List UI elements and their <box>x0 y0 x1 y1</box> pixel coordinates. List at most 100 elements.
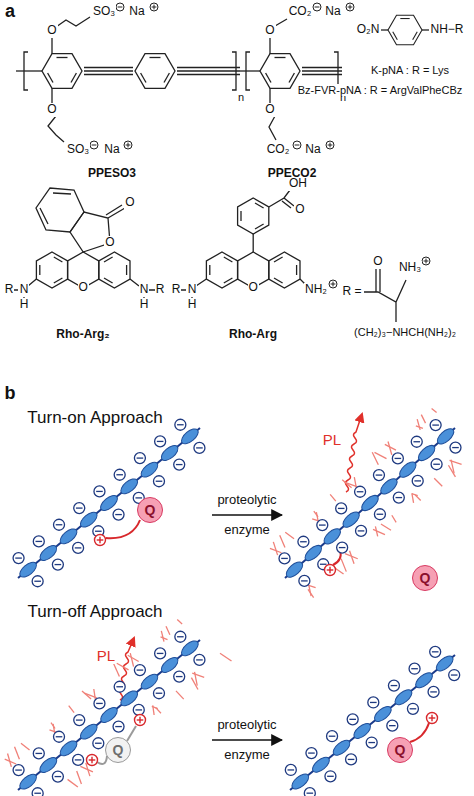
benzene-ring <box>269 252 300 288</box>
charge-sign <box>433 464 440 465</box>
quencher-label: Q <box>113 743 124 757</box>
ppeco2-structure <box>240 19 342 140</box>
negative-charge <box>194 442 205 453</box>
charge-sign <box>308 752 315 753</box>
structure-label: CO₂ <box>266 143 291 156</box>
negative-charge <box>387 720 398 731</box>
charge-sign <box>35 753 42 754</box>
structure-label: N <box>19 283 30 296</box>
carbonyl-bond <box>376 269 380 292</box>
side-chain <box>52 17 90 54</box>
charge-sign <box>135 497 142 498</box>
structure-label: NH−R <box>429 23 464 36</box>
quencher-circle: Q <box>387 737 413 763</box>
benzene-ring <box>260 54 300 89</box>
charge-sign <box>329 567 330 574</box>
charge-sign <box>96 703 103 704</box>
charge-circle <box>174 671 185 682</box>
charge-circle <box>174 459 185 470</box>
structure-label: O <box>46 24 57 37</box>
emission-ray <box>270 548 282 552</box>
charge-sign <box>156 693 163 694</box>
triple-bond <box>302 68 342 75</box>
structure-label: n <box>237 91 245 103</box>
charge-circle <box>116 3 124 11</box>
emission-squiggle <box>345 414 362 492</box>
charge-sign <box>411 668 418 669</box>
polymer-backbone <box>18 640 200 790</box>
charge-circle <box>346 3 354 11</box>
charge-circle <box>133 704 144 715</box>
charge-sign <box>76 719 83 720</box>
negative-charge <box>155 436 166 447</box>
negative-charge <box>32 576 43 587</box>
charge-circle <box>124 141 132 149</box>
charge-circle <box>407 703 418 714</box>
carbonyl-bond <box>106 205 125 218</box>
charge-sign <box>333 282 334 287</box>
negative-charge <box>32 788 43 796</box>
negative-charge <box>13 765 24 776</box>
carboxyl-bond <box>269 190 294 208</box>
emission-ray <box>392 515 396 522</box>
negative-charge <box>174 459 185 470</box>
positive-charge <box>422 257 430 265</box>
negative-charge <box>54 731 65 742</box>
charge-circle <box>430 646 441 657</box>
emission-ray <box>49 730 55 732</box>
negative-charge <box>153 688 164 699</box>
charge-circle <box>392 453 403 464</box>
negative-charge <box>306 748 317 759</box>
charge-circle <box>194 442 205 453</box>
charge-sign <box>35 541 42 542</box>
structure-label: NH₃ <box>398 261 422 274</box>
charge-sign <box>115 726 122 727</box>
negative-charge <box>114 681 125 692</box>
negative-charge <box>337 542 348 553</box>
structure-label: (CH₂)₃−NHCH(NH₂)₂ <box>353 326 457 338</box>
negative-charge <box>134 665 145 676</box>
charge-circle <box>94 698 105 709</box>
structure-label: SO₃ <box>66 143 90 156</box>
charge-circle <box>155 436 166 447</box>
charge-circle <box>94 486 105 497</box>
compound-name: a <box>4 2 16 22</box>
charge-sign <box>92 145 97 146</box>
emission-ray <box>5 759 16 764</box>
charge-sign <box>410 708 417 709</box>
charge-sign <box>350 5 351 10</box>
charge-circle <box>95 535 106 546</box>
structure-label: O <box>104 236 115 249</box>
charge-sign <box>368 742 375 743</box>
emission-ray <box>192 673 204 677</box>
charge-sign <box>432 651 439 652</box>
negative-charge <box>74 715 85 726</box>
negative-charge <box>304 788 315 796</box>
charge-sign <box>116 686 123 687</box>
negative-charge <box>279 553 290 564</box>
charge-circle <box>347 714 358 725</box>
charge-sign <box>413 441 420 442</box>
emission-ray <box>68 779 78 787</box>
charge-circle <box>411 436 422 447</box>
compound-name: Rho-Arg₂ <box>55 328 110 341</box>
positive-charge <box>150 3 158 11</box>
charge-circle <box>304 788 315 796</box>
negative-charge <box>73 542 84 553</box>
structure-label: O₂N <box>356 23 381 36</box>
structure-label: R <box>4 283 15 296</box>
charge-sign <box>431 715 432 722</box>
charge-circle <box>52 771 63 782</box>
conjugated-polymer <box>17 426 201 580</box>
negative-charge <box>313 3 321 11</box>
charge-sign <box>414 480 421 481</box>
charge-sign <box>196 659 203 660</box>
amine-bond <box>13 279 36 299</box>
charge-sign <box>338 508 345 509</box>
emission-ray <box>280 535 285 547</box>
peptide-tether <box>106 520 140 538</box>
charge-circle <box>337 542 348 553</box>
positive-charge <box>326 141 334 149</box>
charge-circle <box>175 419 186 430</box>
negative-charge <box>114 469 125 480</box>
